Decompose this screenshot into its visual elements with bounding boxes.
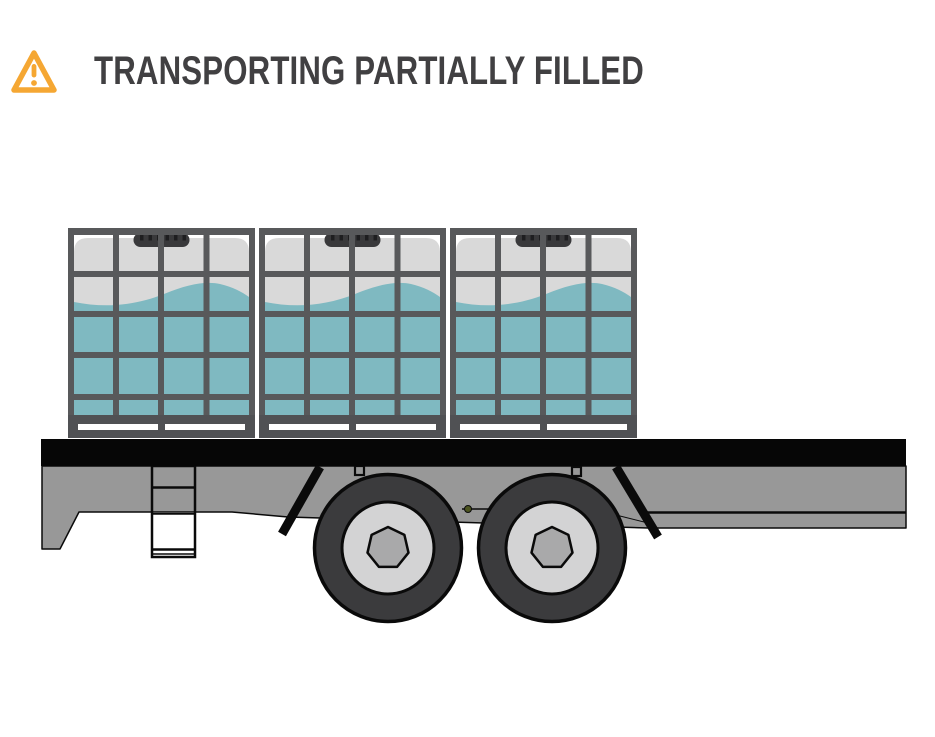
wheel-rear xyxy=(476,472,628,624)
trailer-deck xyxy=(41,439,906,466)
front-strut-bracket xyxy=(353,464,366,477)
exclamation-bar xyxy=(31,64,37,78)
ibc-tote-3 xyxy=(450,228,637,438)
ladder xyxy=(150,464,197,559)
wheel-front xyxy=(312,472,464,624)
rear-strut xyxy=(612,464,662,540)
exclamation-dot xyxy=(31,80,37,86)
trailer xyxy=(41,439,907,624)
warning-triangle-icon xyxy=(11,50,57,93)
axle-bolt xyxy=(464,505,472,513)
ibc-tote-1 xyxy=(68,228,255,438)
header: TRANSPORTING PARTIALLY FILLED xyxy=(0,0,935,110)
rear-strut-bracket xyxy=(570,465,583,478)
ibc-totes xyxy=(68,228,637,438)
page-title: TRANSPORTING PARTIALLY FILLED xyxy=(94,49,644,93)
trailer-body xyxy=(41,465,907,550)
front-strut xyxy=(278,464,324,537)
ibc-tote-2 xyxy=(259,228,446,438)
